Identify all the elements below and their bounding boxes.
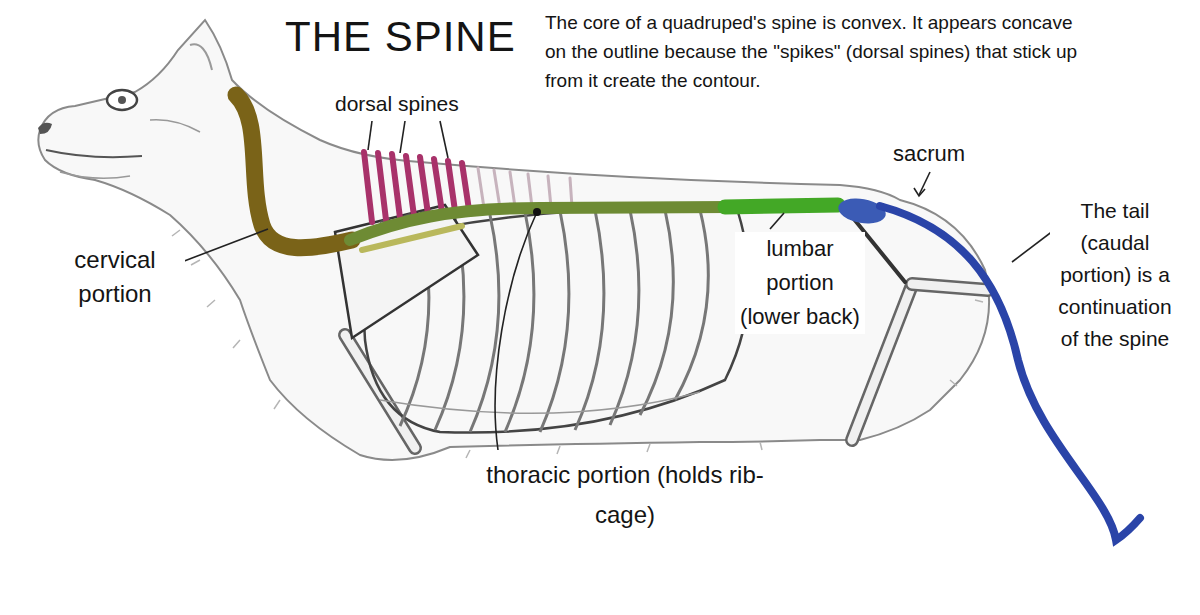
part-label: thoracic portion (holds rib-cage) <box>485 455 765 535</box>
note: The core of a quadruped's spine is conve… <box>545 8 1093 95</box>
part-label: dorsal spines <box>335 91 459 117</box>
part-label: cervical portion <box>45 243 185 311</box>
title: THE SPINE <box>285 12 516 62</box>
part-label: sacrum <box>893 140 965 168</box>
note: The tail (caudal portion) is a continuat… <box>1050 195 1180 355</box>
part-label: lumbar portion (lower back) <box>735 232 865 334</box>
